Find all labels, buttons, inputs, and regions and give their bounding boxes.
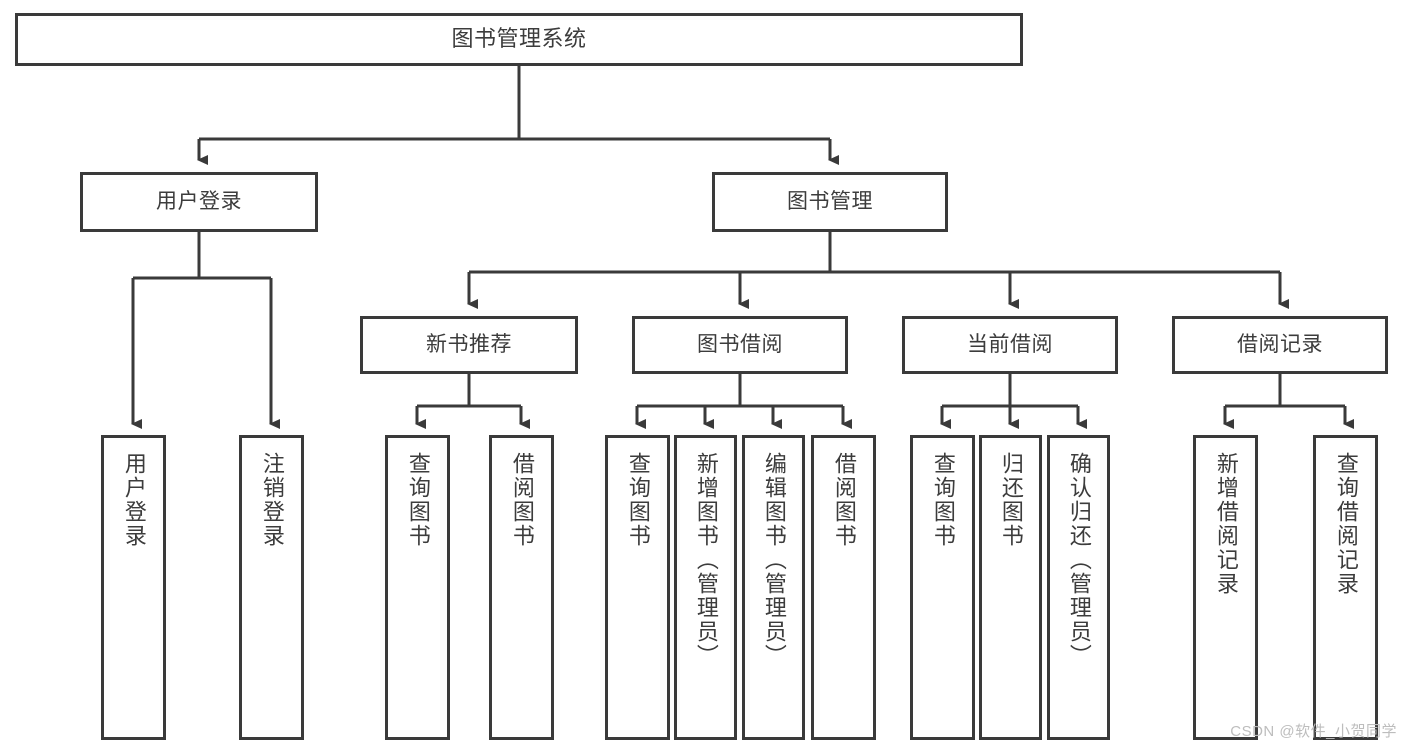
node-borrow-record[interactable]: 借阅记录	[1172, 316, 1388, 374]
node-label: 查询借阅记录	[1333, 452, 1359, 596]
node-current-borrow[interactable]: 当前借阅	[902, 316, 1118, 374]
node-label: 编辑图书（管理员）	[761, 452, 787, 668]
node-label: 借阅图书	[831, 452, 857, 548]
node-root-system[interactable]: 图书管理系统	[15, 13, 1023, 66]
leaf-recommend-borrow-book[interactable]: 借阅图书	[489, 435, 554, 740]
node-label: 确认归还（管理员）	[1066, 452, 1092, 668]
node-book-management[interactable]: 图书管理	[712, 172, 948, 232]
leaf-recommend-query-book[interactable]: 查询图书	[385, 435, 450, 740]
node-label: 新书推荐	[426, 333, 512, 357]
node-book-borrow[interactable]: 图书借阅	[632, 316, 848, 374]
csdn-watermark: CSDN @软件_小贺同学	[1230, 723, 1397, 740]
node-label: 新增图书（管理员）	[693, 452, 719, 668]
leaf-borrow-add-book[interactable]: 新增图书（管理员）	[674, 435, 737, 740]
node-label: 图书借阅	[697, 333, 783, 357]
node-label: 注销登录	[259, 452, 285, 548]
node-label: 借阅记录	[1237, 333, 1323, 357]
node-label: 用户登录	[121, 452, 147, 548]
node-label: 查询图书	[625, 452, 651, 548]
leaf-current-confirm-return[interactable]: 确认归还（管理员）	[1047, 435, 1110, 740]
leaf-borrow-edit-book[interactable]: 编辑图书（管理员）	[742, 435, 805, 740]
leaf-user-login-login[interactable]: 用户登录	[101, 435, 166, 740]
leaf-borrow-borrow-book[interactable]: 借阅图书	[811, 435, 876, 740]
node-label: 借阅图书	[509, 452, 535, 548]
node-label: 查询图书	[405, 452, 431, 548]
node-label: 查询图书	[930, 452, 956, 548]
leaf-current-query-book[interactable]: 查询图书	[910, 435, 975, 740]
node-label: 当前借阅	[967, 333, 1053, 357]
node-new-book-recommend[interactable]: 新书推荐	[360, 316, 578, 374]
node-user-login[interactable]: 用户登录	[80, 172, 318, 232]
node-label: 新增借阅记录	[1213, 452, 1239, 596]
node-label: 归还图书	[998, 452, 1024, 548]
leaf-borrow-query-book[interactable]: 查询图书	[605, 435, 670, 740]
leaf-record-query-record[interactable]: 查询借阅记录	[1313, 435, 1378, 740]
node-label: 用户登录	[156, 190, 242, 214]
leaf-record-add-record[interactable]: 新增借阅记录	[1193, 435, 1258, 740]
leaf-current-return-book[interactable]: 归还图书	[979, 435, 1042, 740]
node-label: 图书管理	[787, 190, 873, 214]
leaf-user-login-logout[interactable]: 注销登录	[239, 435, 304, 740]
node-label: 图书管理系统	[451, 26, 587, 52]
